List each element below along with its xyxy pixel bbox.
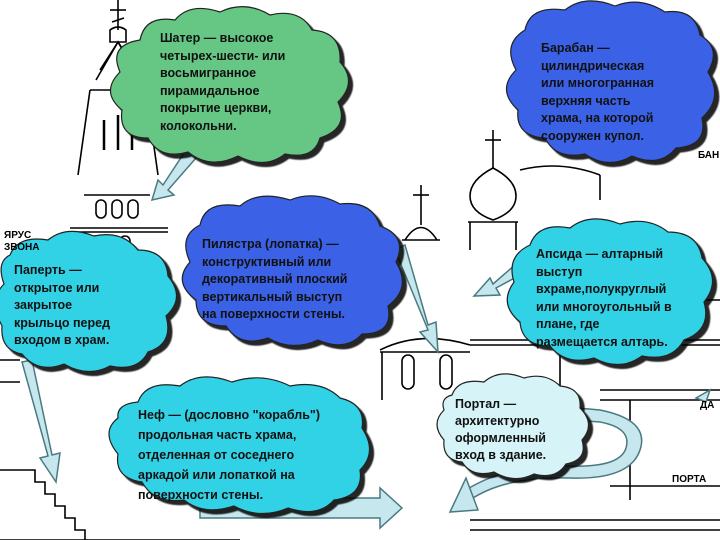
yarus-label-1: ЯРУС bbox=[4, 230, 31, 241]
cloud-apsida bbox=[506, 218, 714, 366]
cloud-pilyastra bbox=[181, 195, 403, 347]
cloud-baraban bbox=[505, 0, 716, 164]
da-label: ДА bbox=[700, 400, 714, 411]
callout-apsida: Апсида — алтарный выступ вхраме,полукруг… bbox=[536, 247, 672, 349]
cloud-nef bbox=[108, 376, 371, 515]
callout-pilyastra: Пилястра (лопатка) — конструктивный или … bbox=[202, 237, 348, 321]
callout-baraban: Барабан — цилиндрическая или многогранна… bbox=[541, 41, 655, 143]
arrow-pilyastra bbox=[394, 243, 439, 355]
cloud-portal bbox=[436, 373, 590, 480]
yarus-label-2: ЗВОНА bbox=[4, 242, 39, 253]
callout-nef: Неф — (дословно "корабль") продольная ча… bbox=[138, 408, 321, 502]
cloud-paperts bbox=[0, 230, 178, 373]
arrow-portal-tip bbox=[448, 476, 480, 513]
baban-label: БАН bbox=[698, 150, 719, 161]
domes bbox=[402, 130, 601, 250]
side-labels: ЯРУС ЗВОНА БАН ДА ПОРТА bbox=[4, 150, 719, 485]
arrow-da bbox=[694, 388, 712, 403]
church-body bbox=[379, 299, 720, 531]
arrow-paperts bbox=[21, 359, 61, 485]
portal-right-label: ПОРТА bbox=[672, 474, 706, 485]
left-block bbox=[0, 359, 240, 540]
cloud-shater bbox=[109, 6, 350, 164]
callout-portal: Портал — архитектурно оформленный вход в… bbox=[455, 397, 547, 462]
callout-shater: Шатер — высокое четырех-шести- или восьм… bbox=[160, 31, 286, 133]
arrow-shater bbox=[150, 148, 198, 202]
callout-paperts: Паперть — открытое или закрытое крыльцо … bbox=[14, 263, 111, 347]
